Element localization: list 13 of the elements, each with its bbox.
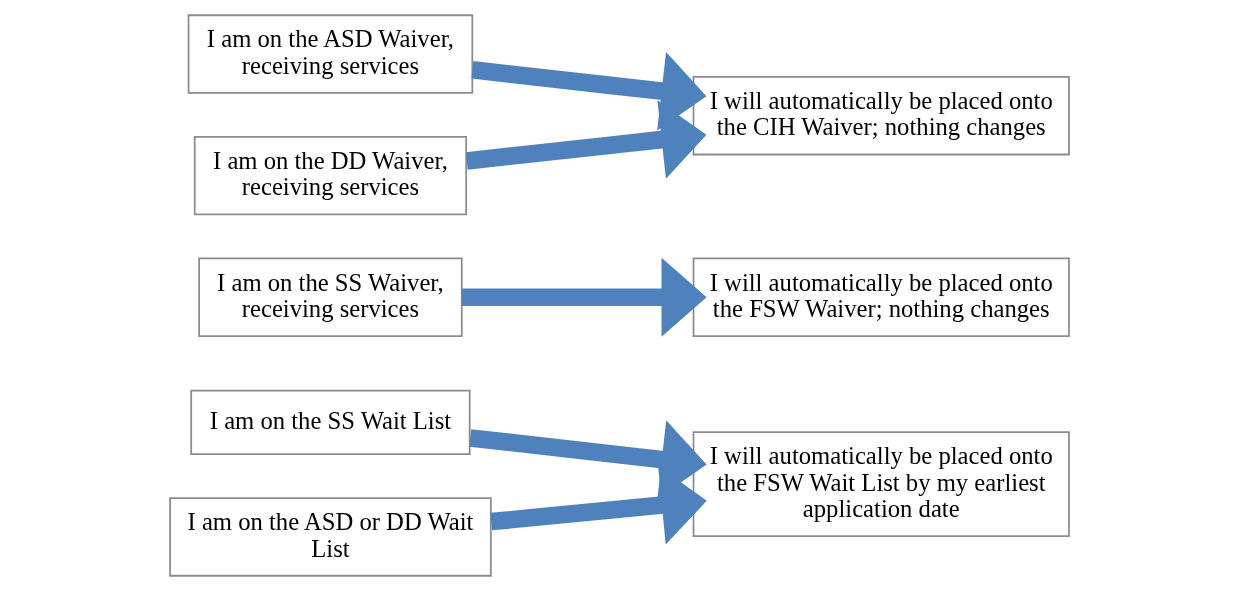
node-box: I am on the SS Wait List [190, 389, 471, 455]
node-box: I am on the ASD or DD Wait List [169, 497, 492, 577]
node-box: I will automatically be placed onto the CIH Waiver; nothing changes [692, 76, 1070, 156]
arrow [465, 100, 707, 179]
arrow [490, 465, 707, 545]
node-box: I am on the SS Waiver, receiving services [198, 257, 463, 337]
node-box: I will automatically be placed onto the FSW Wait List by my earliest application date [692, 431, 1070, 537]
node-box: I am on the ASD Waiver, receiving services [187, 14, 474, 94]
node-box: I am on the DD Waiver, receiving services [193, 136, 468, 216]
arrow [461, 257, 707, 337]
node-box: I will automatically be placed onto the FSW Waiver; nothing changes [692, 257, 1070, 337]
arrow [471, 51, 707, 131]
arrow [469, 420, 707, 499]
